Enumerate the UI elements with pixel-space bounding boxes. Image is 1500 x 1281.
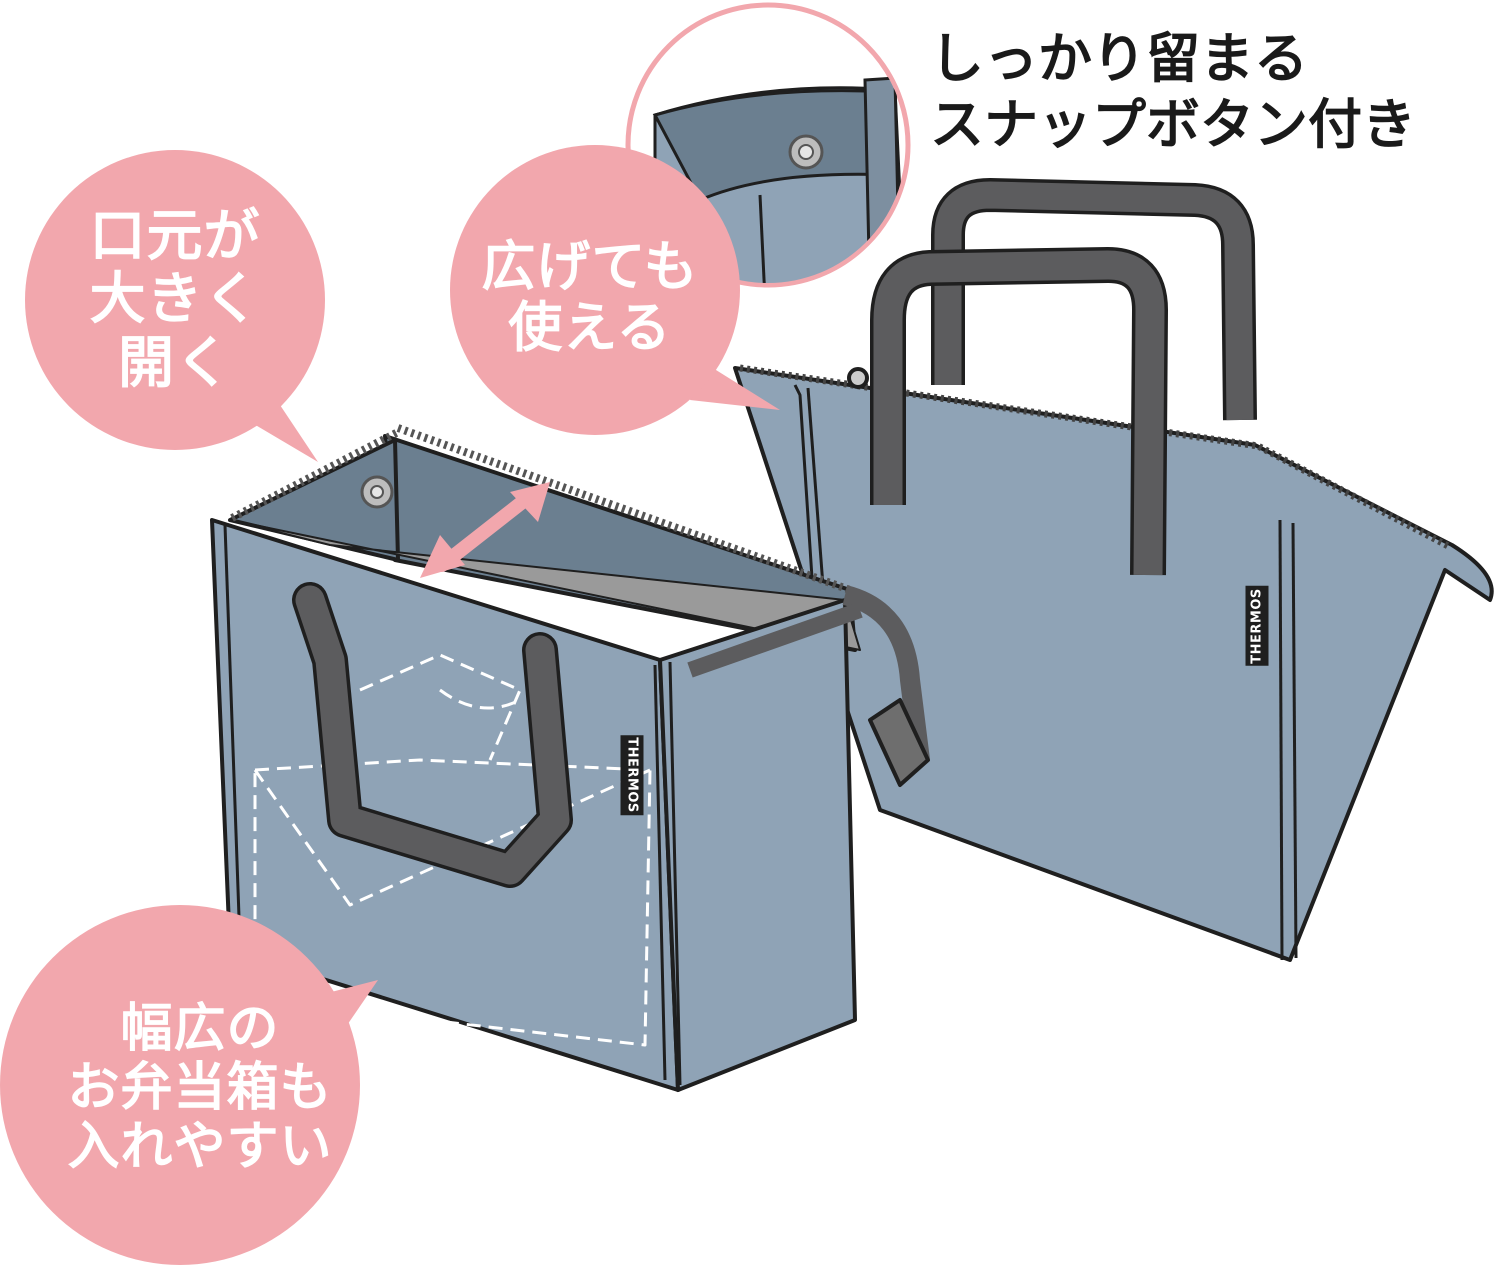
brand-tag-open-bag: THERMOS [620, 735, 644, 815]
speech-bubble-lunchbox [0, 905, 378, 1265]
brand-tag-closed-bag: THERMOS [1245, 586, 1269, 666]
width-arrow-icon [420, 482, 550, 578]
closed-bag [733, 178, 1494, 962]
bubble-lunchbox-line-1: 幅広の [120, 999, 280, 1059]
bubble-opening-line-3: 開く [118, 330, 232, 396]
open-bag-zipper [396, 424, 852, 594]
bubble-spread-line-2: 使える [508, 296, 672, 360]
closed-bag-back-handle [931, 178, 1257, 421]
bubble-text-spread: 広げても 使える [440, 236, 740, 358]
closed-bag-body [733, 366, 1494, 962]
bubble-text-opening: 口元が 大きく 開く [60, 205, 290, 395]
caption-line-2: スナップボタン付き [930, 92, 1416, 156]
bubble-opening-line-1: 口元が [89, 204, 261, 269]
bubble-opening-line-2: 大きく [89, 267, 261, 333]
bubble-lunchbox-line-3: 入れやすい [67, 1116, 333, 1177]
speech-bubble-spread [450, 145, 780, 435]
caption-line-1: しっかり留まる [930, 27, 1308, 90]
snap-button-caption: しっかり留まる スナップボタン付き [930, 26, 1416, 158]
bubble-text-lunchbox: 幅広の お弁当箱も 入れやすい [20, 1000, 380, 1176]
open-bag-side [658, 598, 857, 1092]
open-bag [210, 424, 930, 1092]
bubble-spread-line-1: 広げても [481, 235, 699, 298]
speech-bubble-opening [25, 150, 325, 462]
bubble-lunchbox-line-2: お弁当箱も [67, 1057, 333, 1118]
